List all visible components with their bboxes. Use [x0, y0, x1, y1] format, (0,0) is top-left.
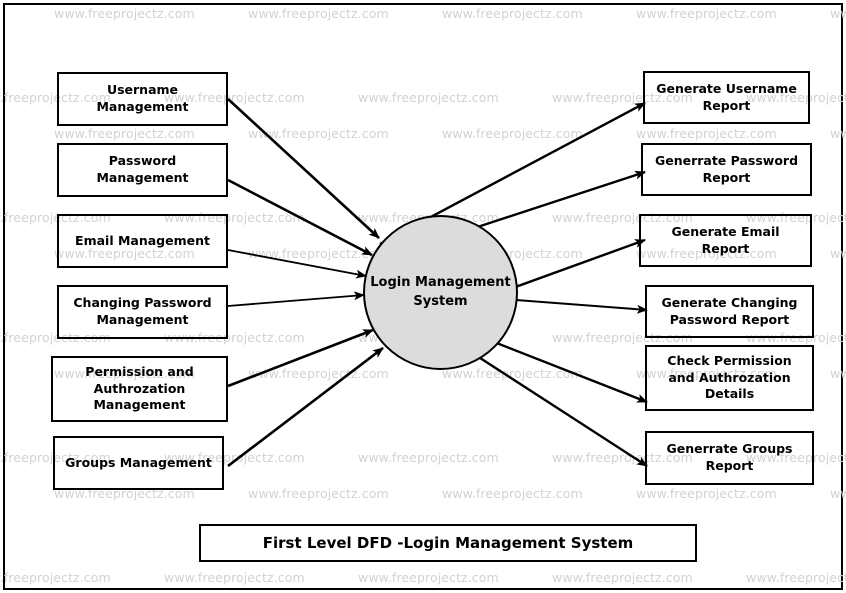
watermark-text: www.freeprojectz.com: [248, 366, 389, 381]
entity-label: Generate Username Report: [656, 80, 797, 113]
watermark-text: www.freeprojectz.com: [0, 366, 1, 381]
entity-generrate-password-report[interactable]: Generrate Password Report: [641, 143, 812, 196]
flow-arrow-in-email: [227, 249, 367, 279]
watermark-text: www.freeprojectz.com: [358, 450, 499, 465]
process-login-management-system[interactable]: Login Management System: [363, 215, 518, 370]
watermark-text: www.freeprojectz.com: [0, 486, 1, 501]
entity-changing-password-management[interactable]: Changing Password Management: [57, 285, 228, 339]
watermark-text: www.freeprojectz.com: [830, 246, 846, 261]
watermark-text: www.freeprojectz.com: [248, 486, 389, 501]
watermark-text: www.freeprojectz.com: [636, 6, 777, 21]
entity-generrate-groups-report[interactable]: Generrate Groups Report: [645, 431, 814, 485]
entity-label: Generrate Groups Report: [666, 441, 793, 473]
watermark-text: www.freeprojectz.com: [442, 6, 583, 21]
entity-password-management[interactable]: Password Management: [57, 143, 228, 197]
entity-check-permission-and-authrozation-details[interactable]: Check Permission and Authrozation Detail…: [645, 345, 814, 411]
entity-label: Changing Password Management: [73, 295, 212, 327]
process-label: Login Management System: [370, 275, 511, 309]
entity-label: Generate Changing Password Report: [661, 294, 798, 327]
watermark-text: www.freeprojectz.com: [164, 570, 305, 585]
entity-label: Groups Management: [65, 454, 212, 470]
watermark-text: www.freeprojectz.com: [0, 570, 111, 585]
watermark-text: www.freeprojectz.com: [636, 486, 777, 501]
flow-arrow-in-username: [227, 98, 380, 239]
watermark-text: www.freeprojectz.com: [746, 570, 846, 585]
watermark-text: www.freeprojectz.com: [0, 6, 1, 21]
flow-arrow-in-changing-password: [227, 291, 365, 307]
watermark-text: www.freeprojectz.com: [0, 126, 1, 141]
watermark-text: www.freeprojectz.com: [830, 6, 846, 21]
watermark-text: www.freeprojectz.com: [358, 570, 499, 585]
entity-email-management[interactable]: Email Management: [57, 214, 228, 268]
entity-label: Password Management: [96, 153, 189, 185]
watermark-text: www.freeprojectz.com: [54, 126, 195, 141]
flow-arrow-out-groups-report: [476, 354, 648, 468]
watermark-text: www.freeprojectz.com: [830, 126, 846, 141]
entity-generate-email-report[interactable]: Generate Email Report: [639, 214, 812, 267]
entity-generate-username-report[interactable]: Generate Username Report: [643, 71, 810, 124]
entity-groups-management[interactable]: Groups Management: [53, 436, 224, 490]
watermark-text: www.freeprojectz.com: [442, 366, 583, 381]
flow-arrow-in-permission: [227, 328, 374, 388]
watermark-text: www.freeprojectz.com: [248, 126, 389, 141]
watermark-text: www.freeprojectz.com: [248, 246, 389, 261]
flow-arrow-in-password: [227, 178, 373, 257]
entity-label: Generate Email Report: [671, 223, 780, 256]
watermark-text: www.freeprojectz.com: [54, 6, 195, 21]
entity-label: Check Permission and Authrozation Detail…: [667, 352, 792, 402]
entity-label: Username Management: [96, 82, 189, 114]
watermark-text: www.freeprojectz.com: [0, 246, 1, 261]
entity-generate-changing-password-report[interactable]: Generate Changing Password Report: [645, 285, 814, 338]
entity-label: Email Management: [75, 232, 210, 248]
entity-username-management[interactable]: Username Management: [57, 72, 228, 126]
watermark-text: www.freeprojectz.com: [830, 366, 846, 381]
diagram-caption-text: First Level DFD -Login Management System: [262, 534, 634, 552]
watermark-text: www.freeprojectz.com: [830, 486, 846, 501]
diagram-caption: First Level DFD -Login Management System: [199, 524, 697, 562]
watermark-text: www.freeprojectz.com: [442, 486, 583, 501]
flow-arrow-in-groups: [227, 346, 384, 468]
watermark-text: www.freeprojectz.com: [442, 126, 583, 141]
watermark-text: www.freeprojectz.com: [248, 6, 389, 21]
watermark-text: www.freeprojectz.com: [636, 126, 777, 141]
flow-arrow-out-check-permission: [493, 340, 648, 404]
entity-label: Generrate Password Report: [654, 152, 799, 185]
entity-label: Permission and Authrozation Management: [85, 363, 194, 413]
entity-permission-and-authrozation-management[interactable]: Permission and Authrozation Management: [51, 356, 228, 422]
flow-arrow-out-changing-password-report: [515, 299, 648, 314]
watermark-text: www.freeprojectz.com: [552, 570, 693, 585]
watermark-text: www.freeprojectz.com: [358, 90, 499, 105]
